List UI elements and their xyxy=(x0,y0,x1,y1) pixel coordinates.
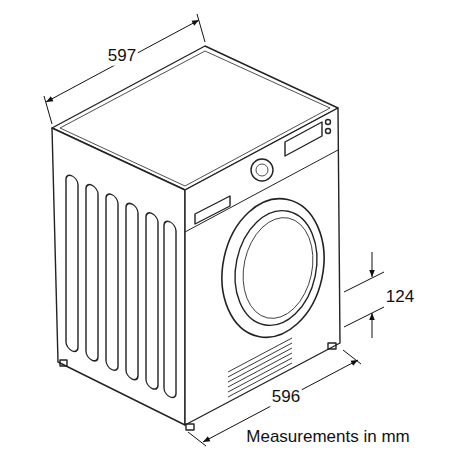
foot xyxy=(186,424,194,430)
program-knob-center xyxy=(256,164,268,176)
extension-line xyxy=(188,432,206,446)
extension-line xyxy=(343,350,361,364)
extension-line xyxy=(344,307,384,327)
button xyxy=(326,120,331,125)
extension-line xyxy=(44,96,52,124)
display xyxy=(285,122,322,156)
button xyxy=(326,129,331,134)
door-inner xyxy=(234,211,322,325)
extension-line xyxy=(344,272,384,292)
dimension-lines xyxy=(44,14,384,446)
dimension-arrow xyxy=(372,252,373,277)
extension-line xyxy=(197,14,205,42)
program-knob xyxy=(251,159,273,181)
units-note: Measurements in mm xyxy=(244,428,411,447)
dimension-line xyxy=(46,20,199,102)
detergent-drawer xyxy=(195,196,230,224)
side-face xyxy=(52,128,185,425)
dimension-arrow xyxy=(372,313,373,338)
door-glass xyxy=(225,203,327,333)
foot xyxy=(60,360,67,366)
dimension-value: 597 xyxy=(106,47,138,66)
door-ring xyxy=(210,189,337,347)
dimension-value: 124 xyxy=(384,288,416,307)
side-ribs xyxy=(66,173,176,400)
front-face xyxy=(185,108,340,425)
dimension-value: 596 xyxy=(270,388,302,407)
foot xyxy=(328,343,336,349)
machine-body xyxy=(52,46,340,430)
